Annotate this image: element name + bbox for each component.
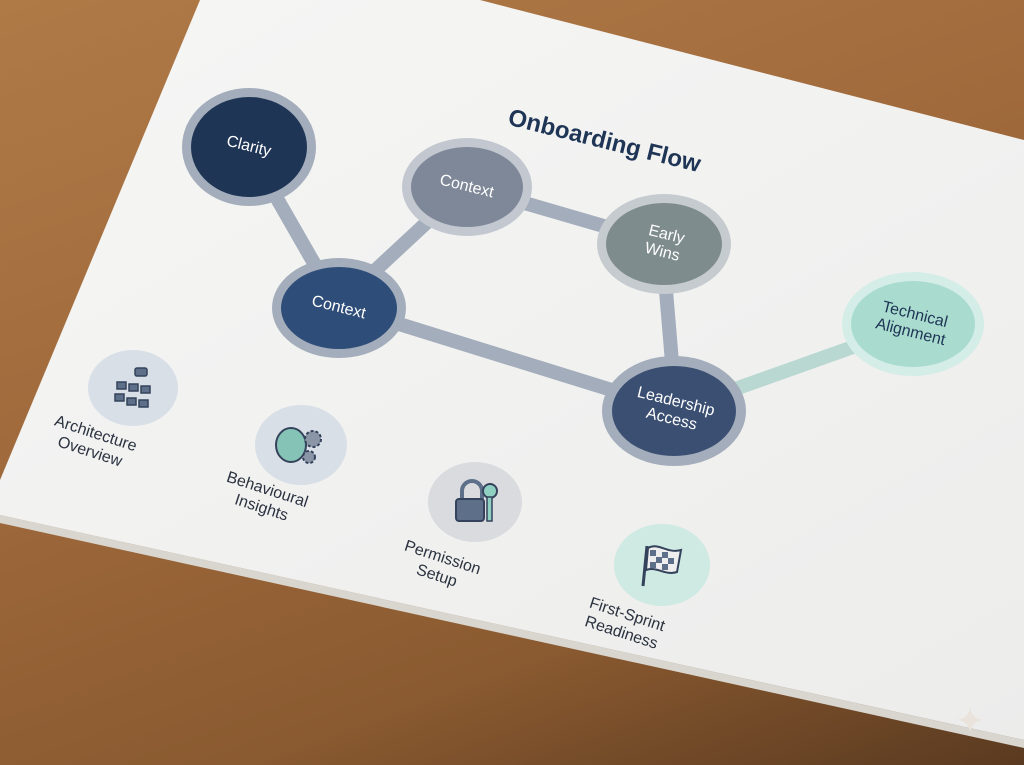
node-context: Context <box>272 258 406 358</box>
node-label: Context <box>438 171 496 202</box>
node-context-top: Context <box>402 138 532 236</box>
node-label: Leadership Access <box>635 383 717 434</box>
node-label: Clarity <box>225 132 274 161</box>
node-label: Early Wins <box>642 222 687 265</box>
brain-gears-icon <box>255 405 347 485</box>
node-clarity: Clarity <box>182 88 316 206</box>
node-technical-alignment: Technical Alignment <box>842 272 984 376</box>
node-label: Context <box>310 292 368 323</box>
node-early-wins: Early Wins <box>597 194 731 294</box>
sparkle-watermark-icon: ✦ <box>955 700 986 741</box>
checkered-flag-icon <box>614 524 710 606</box>
org-chart-icon <box>88 350 178 426</box>
lock-key-icon <box>428 462 522 542</box>
node-leadership-access: Leadership Access <box>602 356 746 466</box>
node-label: Technical Alignment <box>874 298 950 350</box>
